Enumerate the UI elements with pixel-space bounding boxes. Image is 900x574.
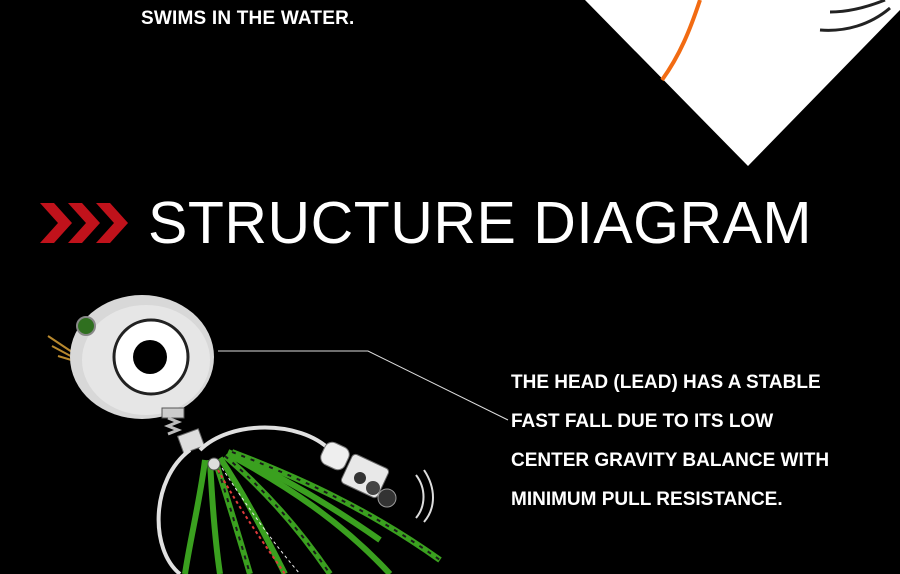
section-heading: STRUCTURE DIAGRAM — [40, 190, 812, 256]
lure-closeup-illustration — [585, 0, 900, 166]
section-title: STRUCTURE DIAGRAM — [148, 190, 813, 256]
spinnerbait-lure-illustration — [47, 295, 509, 574]
description-line: MINIMUM PULL RESISTANCE. — [511, 489, 783, 510]
chevrons-right-icon — [40, 203, 128, 243]
structure-description: THE HEAD (LEAD) HAS A STABLE FAST FALL D… — [511, 363, 891, 519]
description-line: FAST FALL DUE TO ITS LOW — [511, 411, 774, 432]
description-line: CENTER GRAVITY BALANCE WITH — [511, 450, 830, 471]
top-caption: SWIMS IN THE WATER. — [141, 8, 355, 29]
description-line: THE HEAD (LEAD) HAS A STABLE — [511, 372, 821, 393]
